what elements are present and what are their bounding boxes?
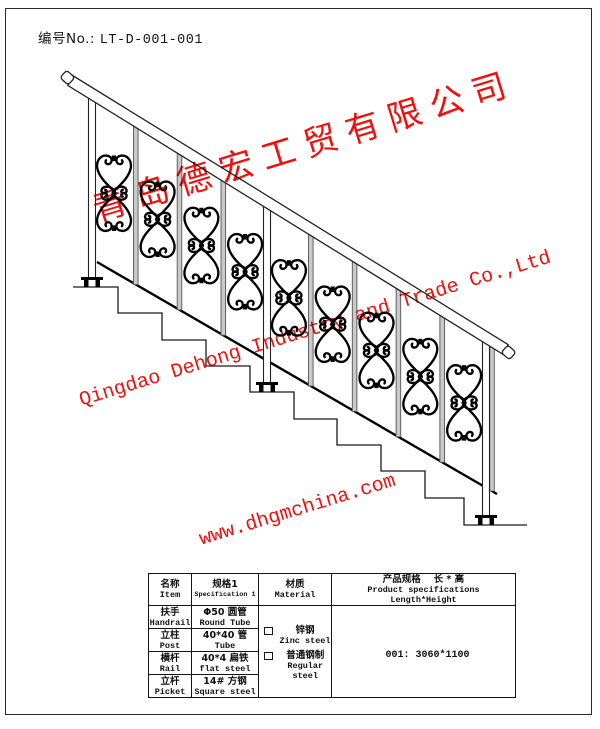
picket-item-cn: 立杆 (160, 675, 180, 687)
header-product-spec: 产品规格 长 * 高 Product specifications Length… (331, 573, 516, 606)
rail-item-en: Rail (159, 663, 181, 674)
material-option-regular: 普通钢制 Regular steel (264, 650, 331, 681)
scroll-motif (184, 208, 218, 283)
post-foot-bolt (84, 279, 89, 287)
row-rail: 横杆 Rail 40*4 扁铁 flat steel (148, 651, 516, 675)
doc-number-label: 编号No.: (38, 31, 95, 47)
scroll-motif (403, 339, 437, 414)
handrail-item-cn: 扶手 (160, 606, 180, 618)
handrail-end-cap (60, 70, 75, 85)
post (262, 205, 272, 384)
spec-table: 名称 Item 规格1 Specification 1 材质 Material … (148, 573, 516, 698)
post-foot-bolt (489, 517, 494, 525)
cell-picket-item: 立杆 Picket (148, 674, 192, 698)
doc-number-value: LT-D-001-001 (99, 33, 203, 48)
cell-picket-spec: 14# 方钢 Square steel (191, 674, 259, 698)
post-foot-bolt (259, 384, 264, 392)
header-item: 名称 Item (148, 573, 192, 606)
picket-item-en: Picket (154, 686, 186, 697)
rail-spec-en: flat steel (199, 663, 251, 674)
row-handrail: 扶手 Handrail Φ50 圆管 Round Tube 锌钢 Zinc st… (148, 605, 516, 698)
header-material-en: Material (274, 590, 316, 600)
header-specification: 规格1 Specification 1 (191, 573, 259, 606)
handrail (60, 70, 516, 360)
cell-rail-spec: 40*4 扁铁 flat steel (191, 651, 259, 675)
picket (395, 287, 402, 438)
post-spec-cn: 40*40 管 (202, 629, 248, 641)
handrail-spec-en: Round Tube (199, 617, 251, 628)
scroll-motif (360, 313, 394, 388)
material-zinc-en: Zinc steel (279, 635, 331, 646)
picket (351, 260, 358, 412)
scroll-motif (447, 365, 481, 440)
header-item-en: Item (159, 590, 181, 600)
post (87, 97, 97, 279)
picket (489, 345, 495, 492)
doc-number: 编号No.: LT-D-001-001 (38, 27, 203, 48)
cell-material-options: 锌钢 Zinc steel 普通钢制 Regular steel (258, 605, 332, 698)
cell-post-spec: 40*40 管 Tube (191, 628, 259, 652)
post-item-cn: 立柱 (160, 629, 180, 641)
scroll-motif (316, 286, 350, 361)
material-zinc-cn: 锌钢 (295, 624, 315, 636)
post-foot-plate (81, 277, 103, 280)
header-item-cn: 名称 (160, 579, 180, 590)
header-material-cn: 材质 (285, 579, 305, 590)
rail-item-cn: 横杆 (160, 652, 180, 664)
scroll-motif (272, 260, 306, 335)
checkbox-regular-steel[interactable] (264, 651, 273, 660)
page-border (5, 8, 592, 715)
post (481, 340, 491, 517)
cell-handrail-item: 扶手 Handrail (148, 605, 192, 629)
picket (176, 152, 183, 311)
material-zinc-label: 锌钢 Zinc steel (280, 625, 331, 646)
row-post: 立柱 Post 40*40 管 Tube (148, 628, 516, 652)
cell-handrail-spec: Φ50 圆管 Round Tube (191, 605, 259, 629)
cell-rail-item: 横杆 Rail (148, 651, 192, 675)
post-spec-en: Tube (214, 640, 236, 651)
row-picket: 立杆 Picket 14# 方钢 Square steel (148, 674, 516, 698)
picket-spec-en: Square steel (194, 686, 256, 697)
picket (133, 125, 139, 285)
cell-product-spec: 001: 3060*1100 (331, 605, 516, 698)
post-foot-plate (256, 382, 278, 385)
scroll-motif (141, 182, 175, 257)
picket (220, 179, 227, 336)
cell-post-item: 立柱 Post (148, 628, 192, 652)
handrail-spec-cn: Φ50 圆管 (203, 606, 247, 618)
handrail-end-cap (501, 345, 516, 360)
header-specification-en: Specification 1 (194, 591, 256, 599)
scroll-motif (228, 234, 262, 309)
spec-table-header-row: 名称 Item 规格1 Specification 1 材质 Material … (148, 573, 516, 606)
checkbox-zinc-steel[interactable] (264, 626, 273, 635)
stair-steps (73, 286, 527, 526)
post-foot-bolt (95, 279, 100, 287)
product-spec-value: 001: 3060*1100 (385, 650, 470, 661)
material-regular-label: 普通钢制 Regular steel (280, 650, 332, 681)
picket-spec-cn: 14# 方钢 (203, 675, 247, 687)
post-foot-bolt (478, 517, 483, 525)
bottom-rail (96, 260, 498, 496)
post-item-en: Post (159, 640, 181, 651)
header-specification-cn: 规格1 (212, 579, 238, 590)
material-regular-en: Regular steel (287, 660, 324, 681)
post-foot-plate (475, 515, 497, 518)
picket (439, 314, 445, 463)
material-regular-cn: 普通钢制 (286, 649, 325, 661)
handrail-item-en: Handrail (149, 617, 191, 628)
header-product-spec-en: Product specifications Length*Height (367, 585, 480, 605)
rail-spec-cn: 40*4 扁铁 (201, 652, 249, 664)
post-foot-bolt (270, 384, 275, 392)
picket (308, 233, 314, 387)
header-material: 材质 Material (258, 573, 332, 606)
header-product-spec-cn: 产品规格 长 * 高 (382, 574, 465, 585)
material-option-zinc: 锌钢 Zinc steel (264, 625, 331, 646)
scroll-motif (97, 155, 131, 230)
